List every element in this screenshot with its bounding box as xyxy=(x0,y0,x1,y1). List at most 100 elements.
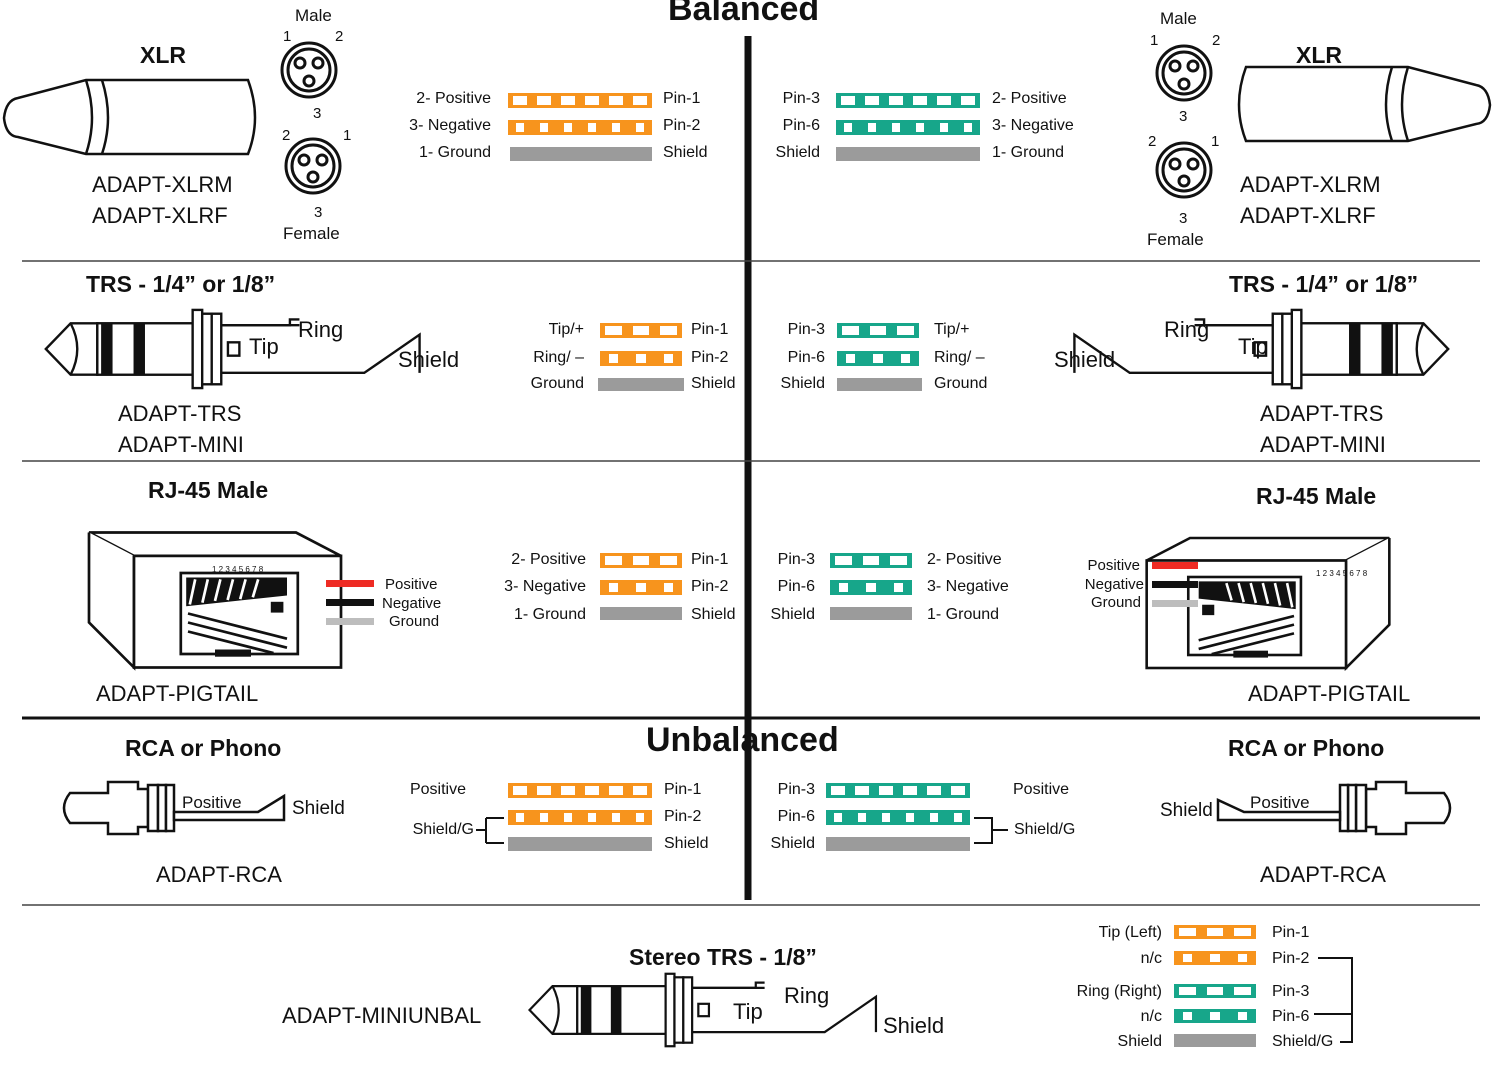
trs-left-bar-ground xyxy=(598,378,684,391)
cable-bar-window xyxy=(635,123,645,132)
stereo-wire-label: Shield xyxy=(1117,1033,1162,1050)
trs-left-wire-pin: Pin-2 xyxy=(691,349,729,366)
cable-bar-window xyxy=(896,326,914,335)
cable-bar-window xyxy=(838,583,849,592)
cable-bar-window xyxy=(960,96,976,105)
stereo-ring: Ring xyxy=(784,983,830,1008)
trs-left-wire-label: Ground xyxy=(530,375,584,392)
stereo-wire-pin: Pin-6 xyxy=(1272,1008,1310,1025)
cable-bar-window xyxy=(926,786,942,795)
balanced-title: Balanced xyxy=(668,0,820,28)
xlr-title-right: XLR xyxy=(1296,42,1342,68)
xlr-female-left: Female xyxy=(283,224,340,243)
model-rca-left: ADAPT-RCA xyxy=(156,862,282,887)
rj45-left-wire-label: 2- Positive xyxy=(511,551,586,568)
rca-wire-shield-left: Shield/G xyxy=(412,821,474,838)
stereo-shield: Shield xyxy=(883,1013,945,1038)
cable-bar-window xyxy=(1179,928,1197,936)
cable-bar-window xyxy=(539,813,549,822)
pigtail-ground-left: Ground xyxy=(389,613,440,630)
cable-bar-window xyxy=(905,813,915,822)
cable-bar-window xyxy=(866,583,876,592)
cable-bar-window xyxy=(584,96,600,105)
cable-bar-window xyxy=(873,354,883,363)
cable-bar-window xyxy=(560,96,576,105)
cable-bar-window xyxy=(611,813,621,822)
cable-bar-window xyxy=(632,96,648,105)
cable-bar-window xyxy=(862,556,880,565)
rj45-left-wire-label: 3- Negative xyxy=(504,578,586,595)
model-rca-right: ADAPT-RCA xyxy=(1260,862,1386,887)
cable-bar-window xyxy=(864,96,880,105)
xlr-right-bar-positive xyxy=(836,93,980,108)
xlr-male-right: Male xyxy=(1160,9,1197,28)
rj45-right-wire-label: 2- Positive xyxy=(927,551,1002,568)
cable-bar-window xyxy=(636,354,646,363)
pin-label: 2 xyxy=(1148,133,1157,150)
cable-bar-window xyxy=(830,786,846,795)
xlr-right-wire-label: 2- Positive xyxy=(992,90,1067,107)
cable-bar-window xyxy=(563,813,573,822)
cable-bar-window xyxy=(963,123,973,132)
cable-bar-window xyxy=(900,354,911,363)
rj45-right-wire-label: 3- Negative xyxy=(927,578,1009,595)
cable-bar-window xyxy=(881,813,891,822)
cable-bar-window xyxy=(891,123,901,132)
cable-bar-window xyxy=(1237,954,1248,962)
cable-bar-window xyxy=(835,556,853,565)
stereo-bar-3 xyxy=(1174,984,1256,998)
rj45-pin-numbers-right: 1 2 3 4 5 6 7 8 xyxy=(1316,569,1368,578)
xlr-right-bar-ground xyxy=(836,147,980,161)
trs-right-bar-ground xyxy=(837,378,922,391)
trs-left-bar-tip xyxy=(600,323,682,338)
stereo-wire-label: n/c xyxy=(1140,1008,1162,1025)
stereo-wire-label: Tip (Left) xyxy=(1098,924,1162,941)
pigtail-negative-right: Negative xyxy=(1084,576,1144,593)
cable-bar-window xyxy=(608,96,624,105)
cable-bar-window xyxy=(842,326,860,335)
rj45-right-wire-label: 1- Ground xyxy=(927,606,1000,623)
cable-bar-window xyxy=(1233,928,1251,936)
rj45-left-wire-pin: Pin-2 xyxy=(691,578,729,595)
trs-left-bar-ring xyxy=(600,351,682,366)
rj45-pin-numbers-left: 1 2 3 4 5 6 7 8 xyxy=(212,565,264,574)
pigtail-positive-right: Positive xyxy=(1087,557,1140,574)
trs-title-right: TRS - 1/4” or 1/8” xyxy=(1229,271,1419,297)
xlr-left-wire-pin: Shield xyxy=(663,144,708,161)
stereo-title: Stereo TRS - 1/8” xyxy=(629,944,817,970)
cable-bar-window xyxy=(915,123,925,132)
rca-shield-right: Shield xyxy=(1160,800,1213,821)
trs-right-bar-tip xyxy=(837,323,919,338)
stereo-wire-pin: Pin-2 xyxy=(1272,950,1310,967)
cable-bar-window xyxy=(512,786,528,795)
stereo-tip: Tip xyxy=(733,999,763,1024)
cable-bar-window xyxy=(1206,928,1224,936)
trs-shield-left: Shield xyxy=(398,347,460,372)
rca-left-bar-2 xyxy=(508,810,652,825)
pigtail-positive-left: Positive xyxy=(385,576,438,593)
rj45-right-wire-pin: Pin-6 xyxy=(777,578,815,595)
trs-right-wire-pin: Pin-3 xyxy=(787,321,825,338)
rca-pin-left-2: Pin-2 xyxy=(664,808,702,825)
model-xlrm-left: ADAPT-XLRM xyxy=(92,172,233,197)
cable-bar-window xyxy=(888,96,904,105)
stereo-wire-pin: Pin-1 xyxy=(1272,924,1310,941)
xlr-right-wire-pin: Pin-6 xyxy=(782,117,820,134)
rj45-left-wire-pin: Shield xyxy=(691,606,736,623)
rca-positive-left: Positive xyxy=(182,793,242,812)
trs-title-left: TRS - 1/4” or 1/8” xyxy=(86,271,276,297)
cable-bar-window xyxy=(632,786,648,795)
cable-bar-window xyxy=(659,556,677,565)
cable-bar-window xyxy=(833,813,843,822)
rca-wire-positive-right: Positive xyxy=(1013,781,1070,798)
cable-bar-window xyxy=(936,96,952,105)
pin-label: 1 xyxy=(1211,133,1220,150)
rca-positive-right: Positive xyxy=(1250,793,1310,812)
trs-tip-right: Tip xyxy=(1238,334,1268,359)
cable-bar-window xyxy=(611,123,621,132)
cable-bar-window xyxy=(843,123,853,132)
xlr-right-wire-pin: Pin-3 xyxy=(782,90,820,107)
trs-ring-left: Ring xyxy=(298,317,344,342)
model-mini-left: ADAPT-MINI xyxy=(118,432,244,457)
cable-bar-window xyxy=(878,786,894,795)
